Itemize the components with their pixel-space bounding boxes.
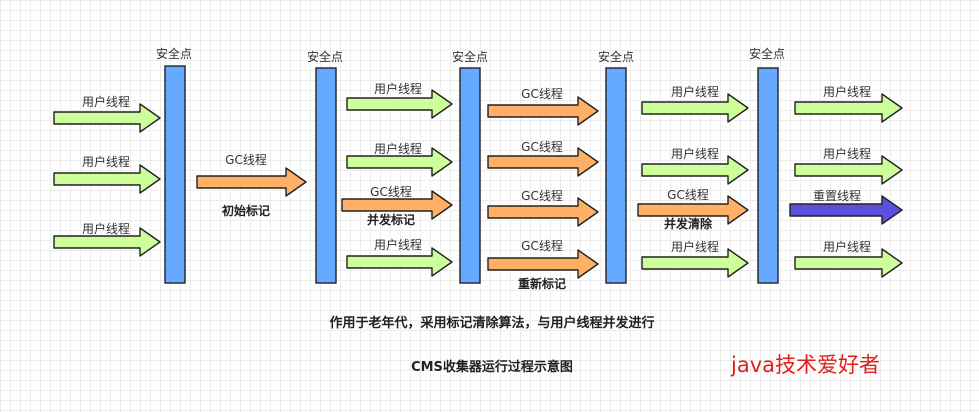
- user-thread-label: 用户线程: [670, 240, 720, 254]
- safepoint-bar-1: [164, 65, 186, 284]
- user-thread-arrow: [346, 89, 453, 119]
- gc-thread-arrow: [487, 197, 599, 227]
- user-thread-arrow: [641, 248, 749, 278]
- gc-thread-label: GC线程: [667, 188, 709, 202]
- reset-thread-arrow: [789, 195, 903, 225]
- user-thread-label: 用户线程: [81, 155, 131, 169]
- user-thread-arrow: [53, 227, 161, 257]
- user-thread-arrow: [794, 155, 903, 185]
- user-thread-label: 用户线程: [822, 240, 872, 254]
- phase-initial-mark: 初始标记: [221, 204, 271, 218]
- user-thread-label: 用户线程: [822, 85, 872, 99]
- phase-concurrent-mark: 并发标记: [366, 213, 416, 227]
- caption-description: 作用于老年代，采用标记清除算法，与用户线程并发进行: [329, 316, 655, 331]
- safepoint-bar-2: [315, 67, 337, 284]
- safepoint-label-1: 安全点: [155, 47, 193, 61]
- safepoint-label-5: 安全点: [748, 47, 786, 61]
- user-thread-arrow: [641, 93, 749, 123]
- user-thread-arrow: [794, 248, 903, 278]
- gc-thread-label: GC线程: [521, 239, 563, 253]
- user-thread-label: 用户线程: [670, 85, 720, 99]
- gc-thread-label: GC线程: [521, 87, 563, 101]
- watermark-text: java技术爱好者: [731, 353, 880, 377]
- gc-thread-arrow: [487, 96, 599, 126]
- user-thread-label: 用户线程: [81, 222, 131, 236]
- safepoint-bar-4: [605, 67, 627, 284]
- gc-thread-label: GC线程: [521, 140, 563, 154]
- safepoint-bar-5: [757, 67, 779, 284]
- gc-thread-arrow: [487, 147, 599, 177]
- caption-title: CMS收集器运行过程示意图: [411, 360, 573, 375]
- safepoint-label-3: 安全点: [451, 50, 489, 64]
- phase-concurrent-sweep: 并发清除: [663, 217, 713, 231]
- user-thread-label: 用户线程: [373, 82, 423, 96]
- user-thread-arrow: [346, 147, 453, 177]
- user-thread-arrow: [53, 164, 161, 194]
- user-thread-arrow: [641, 155, 749, 185]
- gc-thread-arrow: [341, 190, 453, 220]
- user-thread-label: 用户线程: [822, 147, 872, 161]
- reset-thread-label: 重置线程: [812, 189, 862, 203]
- gc-thread-label: GC线程: [521, 189, 563, 203]
- gc-thread-arrow: [637, 195, 749, 225]
- user-thread-label: 用户线程: [81, 95, 131, 109]
- gc-thread-label: GC线程: [225, 153, 267, 167]
- user-thread-label: 用户线程: [670, 147, 720, 161]
- user-thread-arrow: [346, 247, 453, 277]
- gc-thread-label: GC线程: [370, 185, 412, 199]
- safepoint-label-2: 安全点: [306, 50, 344, 64]
- safepoint-bar-3: [459, 67, 481, 284]
- phase-remark: 重新标记: [517, 277, 567, 291]
- user-thread-label: 用户线程: [373, 238, 423, 252]
- user-thread-label: 用户线程: [373, 142, 423, 156]
- user-thread-arrow: [794, 93, 903, 123]
- safepoint-label-4: 安全点: [597, 50, 635, 64]
- gc-thread-arrow: [487, 249, 599, 279]
- user-thread-arrow: [53, 103, 161, 133]
- gc-thread-arrow: [196, 167, 307, 197]
